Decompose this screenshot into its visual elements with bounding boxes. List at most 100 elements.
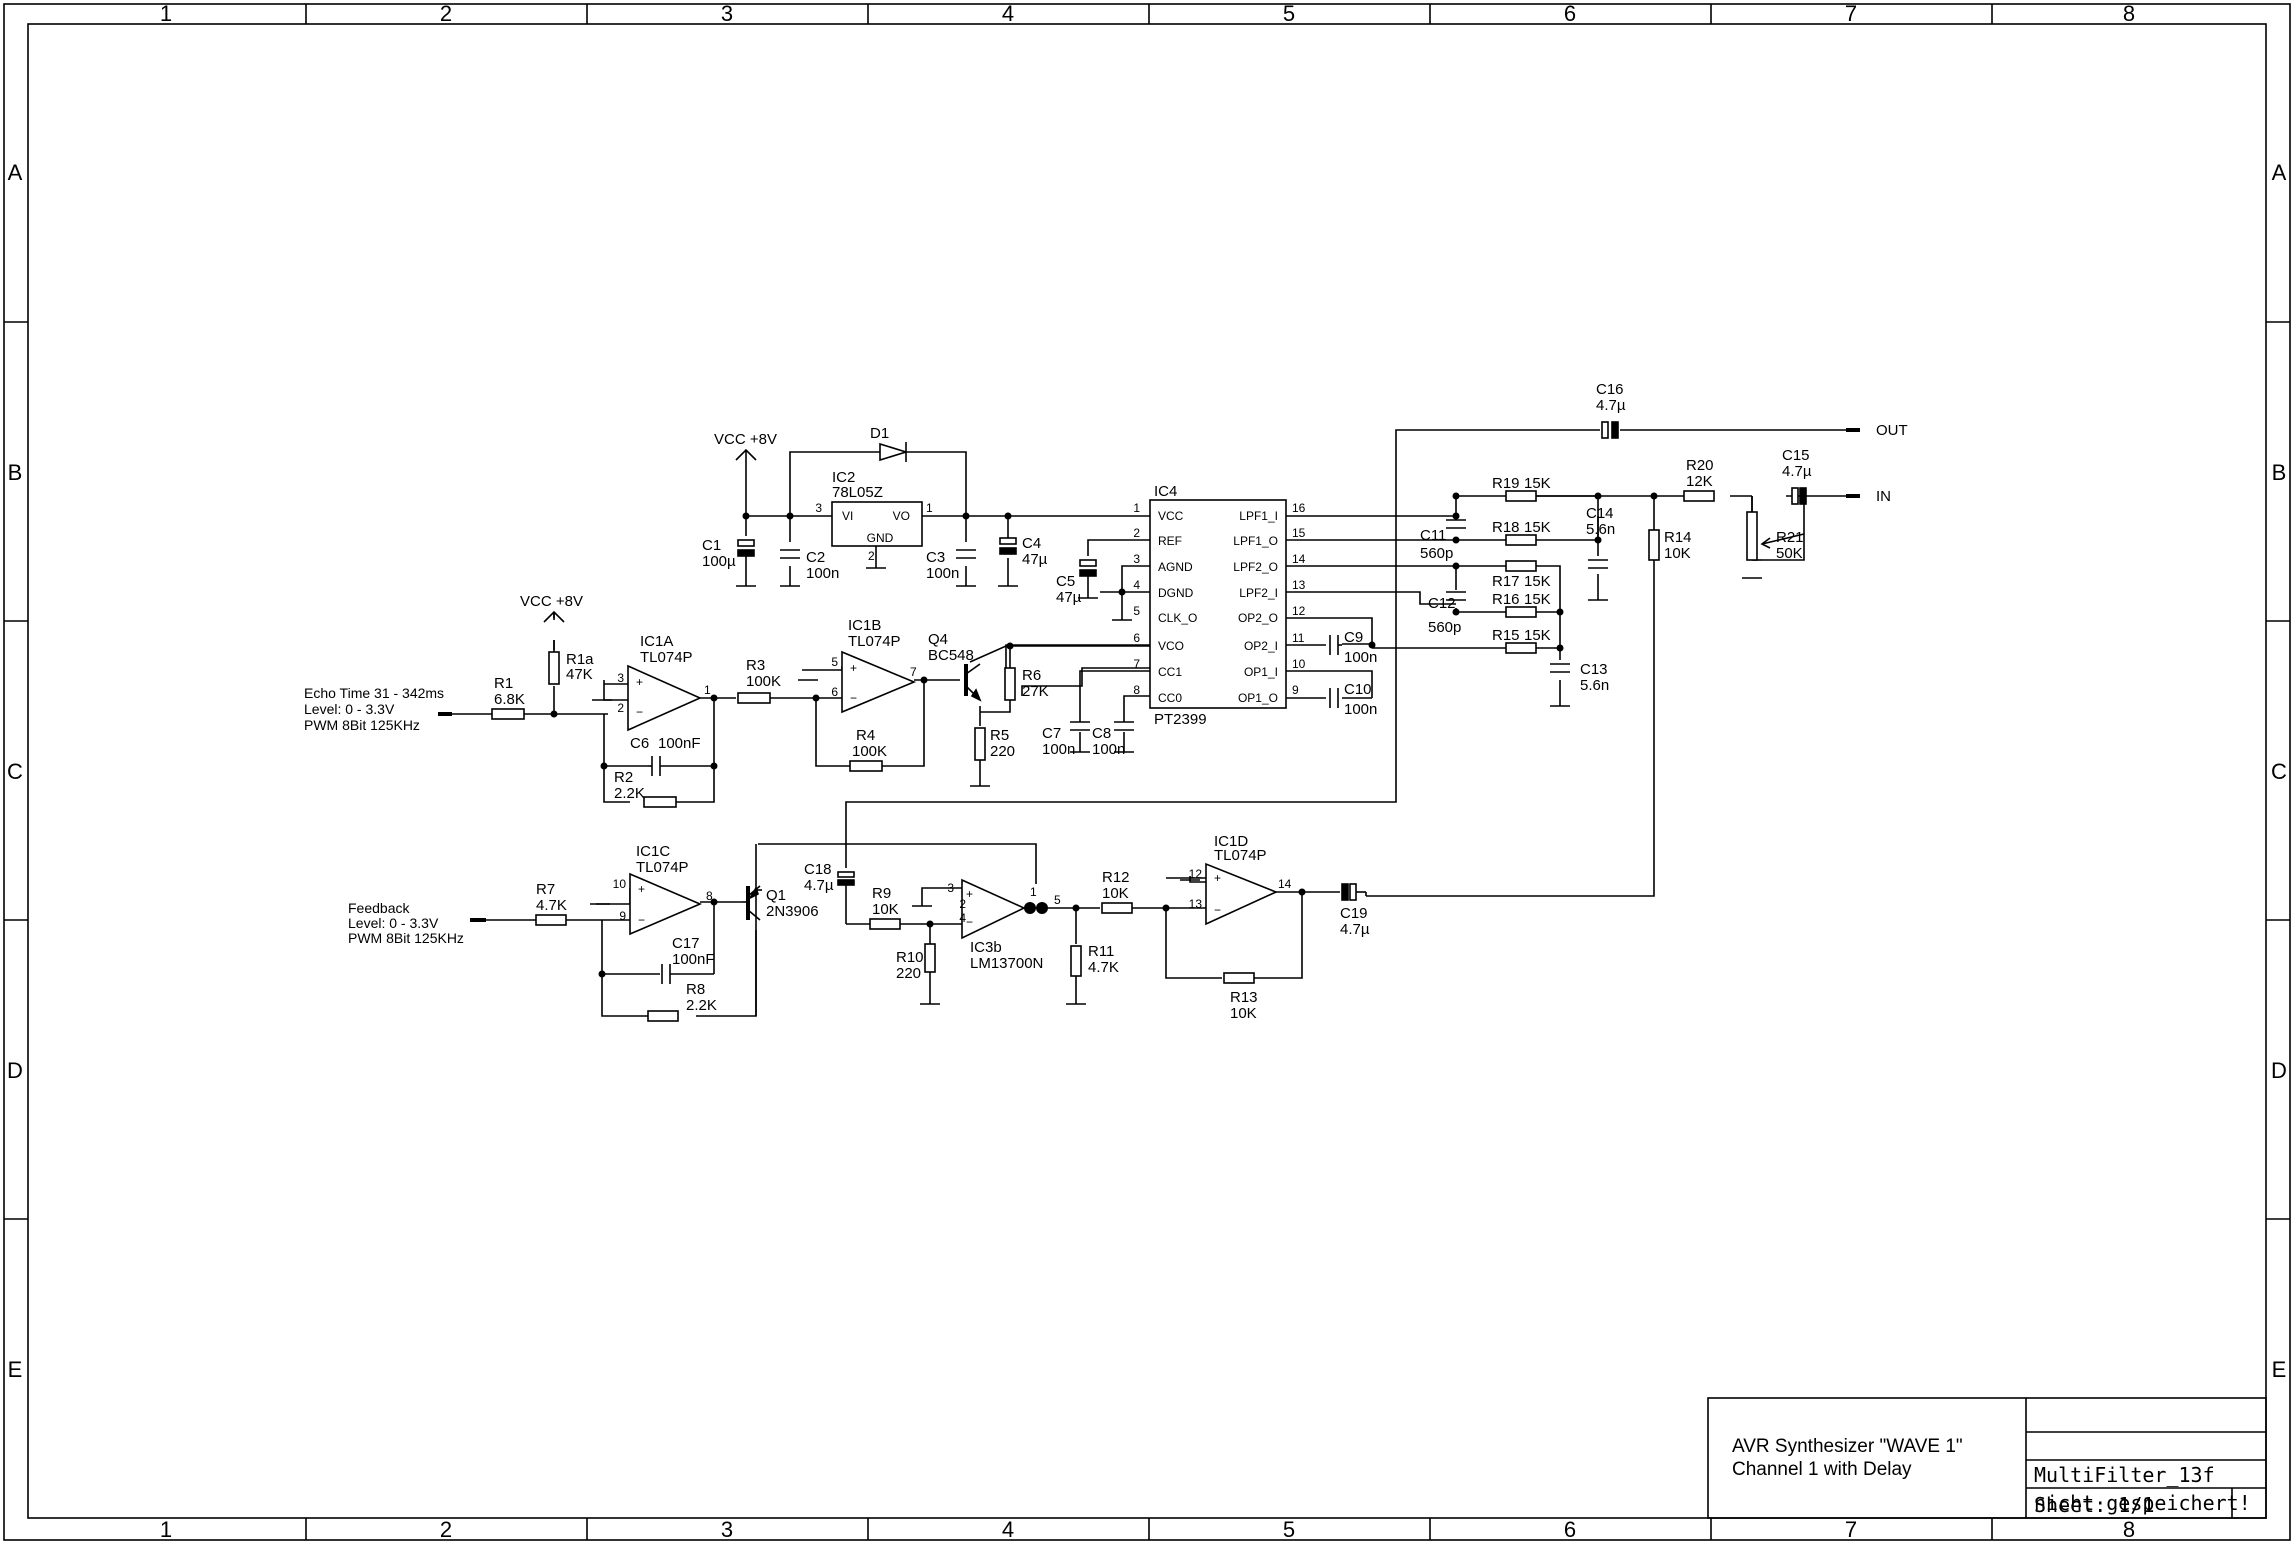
- r12-ref: R12: [1102, 869, 1130, 886]
- capacitor-c11: C11 560p: [1420, 519, 1466, 562]
- ic4-pin-num: 7: [1133, 657, 1140, 671]
- c5-value: 47µ: [1056, 589, 1082, 606]
- r5-ref: R5: [990, 727, 1009, 744]
- resistor-r8: R8 2.2K: [647, 981, 717, 1022]
- r18-value: 15K: [1524, 519, 1551, 536]
- capacitor-c2: C2 100n: [780, 549, 839, 582]
- resistor-r7: R7 4.7K: [535, 881, 567, 926]
- r14-value: 10K: [1664, 545, 1691, 562]
- ic4-pin-num: 12: [1292, 604, 1306, 618]
- pin-num: 4: [959, 911, 966, 925]
- title-block-subtitle: Channel 1 with Delay: [1732, 1459, 1912, 1480]
- c16-value: 4.7µ: [1596, 397, 1626, 414]
- capacitor-c7: C7 100n: [1042, 720, 1090, 758]
- ic1d-ref: IC1D: [1214, 833, 1248, 850]
- capacitor-c5: C5 47µ: [1056, 559, 1097, 606]
- resistor-r14: R14 10K: [1648, 529, 1692, 562]
- pin-num: 10: [613, 877, 627, 891]
- title-block-filename: MultiFilter_13f: [2034, 1463, 2215, 1487]
- r10-value: 220: [896, 965, 921, 982]
- feedback-input: Feedback Level: 0 - 3.3V PWM 8Bit 125KHz: [348, 900, 486, 946]
- ic4-pin-name: LPF2_O: [1233, 560, 1278, 574]
- ic4-pin-name: REF: [1158, 534, 1182, 548]
- q4-npn-transistor: Q4 BC548: [928, 631, 982, 702]
- pin-num: 14: [1278, 877, 1292, 891]
- echo-time-input: Echo Time 31 - 342ms Level: 0 - 3.3V PWM…: [304, 685, 452, 733]
- col-label: 4: [1002, 1517, 1014, 1542]
- col-label: 8: [2123, 1517, 2135, 1542]
- input-label: Level: 0 - 3.3V: [304, 701, 395, 717]
- c18-value: 4.7µ: [804, 877, 834, 894]
- r18-ref: R18: [1492, 519, 1520, 536]
- capacitor-c12: C12 560p: [1428, 591, 1466, 636]
- c8-ref: C8: [1092, 725, 1111, 742]
- c18-ref: C18: [804, 861, 832, 878]
- capacitor-c18: C18 4.7µ: [804, 861, 855, 894]
- c19-value: 4.7µ: [1340, 921, 1370, 938]
- plus-sign: +: [1214, 871, 1221, 885]
- minus-sign: −: [966, 915, 973, 929]
- row-label: B: [2272, 460, 2287, 485]
- r20-ref: R20: [1686, 457, 1714, 474]
- ic4-pin-name: AGND: [1158, 560, 1193, 574]
- row-label: D: [2271, 1058, 2287, 1083]
- ground-symbols: [590, 567, 1762, 1005]
- r16-value: 15K: [1524, 591, 1551, 608]
- row-label: B: [8, 460, 23, 485]
- in-port-label: IN: [1876, 488, 1891, 505]
- capacitor-c10: C10 100n: [1329, 681, 1377, 718]
- pin-num: 1: [1030, 885, 1037, 899]
- resistor-r1: R1 6.8K: [491, 675, 525, 720]
- ic1a-opamp: + − IC1A TL074P 3 2 1: [617, 633, 711, 732]
- ic2-ref: IC2: [832, 469, 855, 486]
- pin-num: 12: [1189, 867, 1203, 881]
- ic3b-ota: + − IC3b LM13700N 3 4 2 5 1: [947, 878, 1061, 972]
- col-label: 4: [1002, 1, 1014, 26]
- ic1b-value: TL074P: [848, 633, 901, 650]
- frame-row-labels-left: A B C D E: [7, 160, 23, 1382]
- col-label: 1: [160, 1517, 172, 1542]
- ic4-pin-name: CC1: [1158, 665, 1182, 679]
- c7-value: 100n: [1042, 741, 1075, 758]
- col-label: 2: [440, 1517, 452, 1542]
- r20-value: 12K: [1686, 473, 1713, 490]
- capacitor-c9: C9 100n: [1329, 629, 1377, 666]
- capacitor-c6: C6 100nF: [630, 735, 701, 776]
- r13-value: 10K: [1230, 1005, 1257, 1022]
- drawing-frame: [3, 3, 2291, 1541]
- pin-num: 2: [959, 897, 966, 911]
- ic2-pin-gnd: 2: [868, 549, 875, 563]
- resistor-r6: R6 27K: [1004, 667, 1049, 701]
- c8-value: 100n: [1092, 741, 1125, 758]
- r2-value: 2.2K: [614, 785, 645, 802]
- ic4-pin-num: 10: [1292, 657, 1306, 671]
- r11-ref: R11: [1088, 943, 1114, 960]
- c1-ref: C1: [702, 537, 721, 554]
- r4-ref: R4: [856, 727, 875, 744]
- ic3b-ref: IC3b: [970, 939, 1002, 956]
- r12-value: 10K: [1102, 885, 1129, 902]
- ic1a-ref: IC1A: [640, 633, 673, 650]
- c13-value: 5.6n: [1580, 677, 1609, 694]
- minus-sign: −: [850, 691, 857, 705]
- ic4-left-pins: VCC REF AGND DGND CLK_O VCO CC1 CC0 1 2 …: [1133, 501, 1197, 705]
- minus-sign: −: [1214, 903, 1221, 917]
- ic4-pin-num: 9: [1292, 683, 1299, 697]
- ic1b-ref: IC1B: [848, 617, 881, 634]
- input-label: Level: 0 - 3.3V: [348, 915, 439, 931]
- r15-value: 15K: [1524, 627, 1551, 644]
- q4-ref: Q4: [928, 631, 948, 648]
- r9-ref: R9: [872, 885, 891, 902]
- ic4-pin-num: 8: [1133, 683, 1140, 697]
- frame-column-labels-top: 1 2 3 4 5 6 7 8: [160, 1, 2135, 26]
- capacitor-c13: C13 5.6n: [1550, 661, 1609, 694]
- c16-ref: C16: [1596, 381, 1624, 398]
- out-port: OUT: [1846, 422, 1908, 439]
- pin-num: 3: [617, 671, 624, 685]
- minus-sign: −: [636, 705, 643, 719]
- row-label: E: [8, 1357, 23, 1382]
- row-label: E: [2272, 1357, 2287, 1382]
- pin-num: 7: [910, 665, 917, 679]
- r11-value: 4.7K: [1088, 959, 1119, 976]
